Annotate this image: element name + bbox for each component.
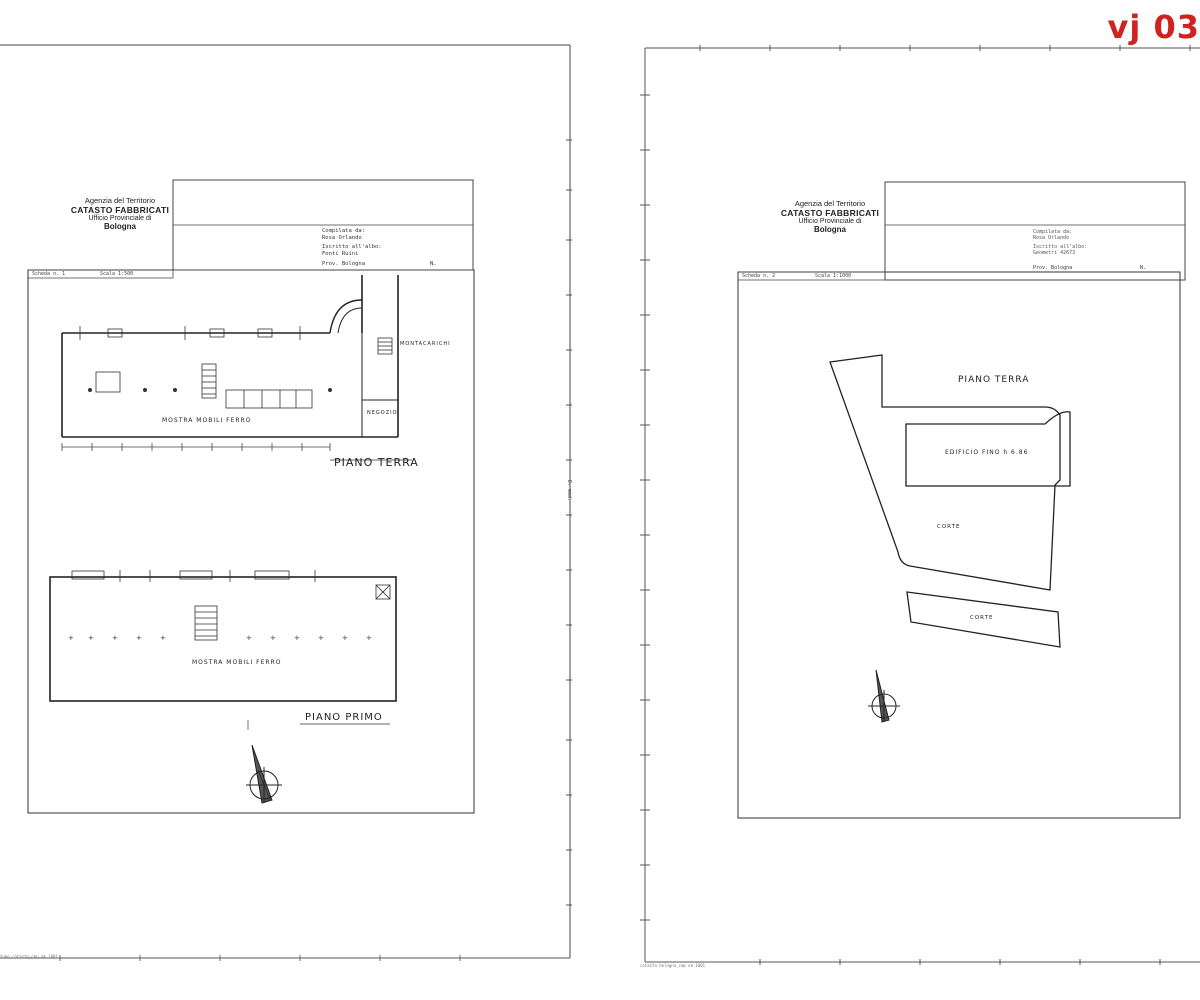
right-compiler-block: Compilata da: Rosa Orlando Iscritto all'… (1033, 229, 1183, 256)
registered-label: Iscritto all'albo: (1033, 244, 1088, 250)
sheet-number: Scheda n. 2 (742, 273, 776, 279)
right-margin-note: catasto bologna_cmp ok 1001 (640, 963, 706, 968)
svg-text:+: + (366, 634, 372, 642)
svg-text:+: + (68, 634, 74, 642)
svg-text:+: + (246, 634, 252, 642)
compiled-by-label: Compilata da: (322, 228, 366, 234)
province-number: N. (1140, 265, 1147, 271)
sheet-scale: Scala 1:500 (100, 271, 134, 277)
ground-room-label: MOSTRA MOBILI FERRO (162, 417, 252, 424)
city-name: Bologna (104, 222, 136, 231)
registered-value: Fonti Ruini (322, 250, 359, 257)
document-tag: vj 03 (1107, 8, 1200, 46)
office-name: Ufficio Provinciale di (798, 218, 862, 225)
compiled-by-label: Compilata da: (1033, 229, 1073, 235)
sheet-scale: Scala 1:1000 (815, 273, 852, 279)
building-label: EDIFICIO FINO h 6.86 (945, 449, 1029, 456)
province-label: Prov. Bologna (1033, 265, 1073, 271)
side-label-lift: MONTACARICHI (400, 341, 451, 347)
svg-text:+: + (112, 634, 118, 642)
left-compiler-block: Compilata da: Rosa Orlando Iscritto all'… (322, 228, 472, 257)
right-header-org: Agenzia del Territorio CATASTO FABBRICAT… (765, 199, 895, 234)
agency-name: Agenzia del Territorio (84, 196, 156, 205)
office-name: Ufficio Provinciale di (88, 215, 152, 222)
svg-text:+: + (294, 634, 300, 642)
svg-text:+: + (342, 634, 348, 642)
agency-name: Agenzia del Territorio (794, 199, 866, 208)
compiled-by-value: Rosa Orlando (1033, 235, 1070, 241)
left-header-org: Agenzia del Territorio CATASTO FABBRICAT… (55, 196, 185, 231)
svg-text:+: + (88, 634, 94, 642)
left-margin-note: tubo catasto_cmp ok 1001 (0, 954, 58, 959)
province-number: N. (430, 261, 437, 267)
courtyard-label-1: CORTE (937, 524, 961, 530)
registered-value: Geometri 42673 (1033, 250, 1076, 256)
province-label: Prov. Bologna (322, 261, 366, 267)
registry-name: CATASTO FABBRICATI (70, 205, 170, 215)
first-floor-label: PIANO PRIMO (305, 712, 383, 723)
svg-text:+: + (270, 634, 276, 642)
first-room-label: MOSTRA MOBILI FERRO (192, 659, 282, 666)
courtyard-label-2: CORTE (970, 615, 994, 621)
registry-name: CATASTO FABBRICATI (780, 208, 880, 218)
site-floor-label: PIANO TERRA (958, 375, 1030, 385)
side-label-shop: NEGOZIO (367, 410, 398, 416)
ground-floor-label: PIANO TERRA (334, 456, 419, 469)
city-name: Bologna (814, 225, 846, 234)
registered-label: Iscritto all'albo: (322, 244, 382, 250)
side-stamp: D. mod. (566, 480, 572, 502)
compiled-by-value: Rosa Orlando (322, 234, 362, 241)
sheet-number: Scheda n. 1 (32, 271, 66, 277)
svg-text:+: + (136, 634, 142, 642)
svg-text:+: + (160, 634, 166, 642)
svg-text:+: + (318, 634, 324, 642)
